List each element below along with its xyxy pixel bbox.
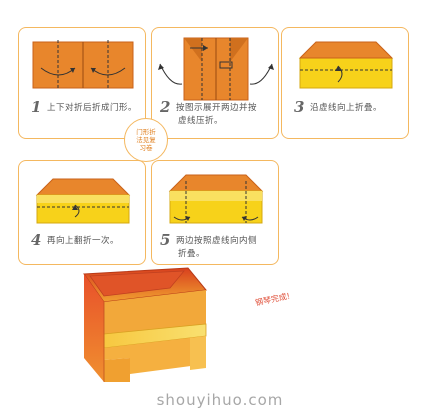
step-2-illustration [158, 37, 274, 101]
note-line: 习卷 [139, 144, 153, 152]
step-text: 上下对折后折成门形。 [46, 103, 137, 113]
step-number: 2 [160, 98, 171, 116]
step-text-line1: 两边按照虚线向内侧 [175, 236, 257, 246]
step-5-illustration [168, 174, 264, 224]
step-1-panel: 1 上下对折后折成门形。 [18, 27, 146, 139]
step-5-caption: 5 两边按照虚线向内侧 折叠。 [160, 231, 257, 261]
step-4-caption: 4 再向上翻折一次。 [31, 231, 119, 249]
step-4-illustration [35, 178, 131, 224]
finished-piano-illustration [83, 267, 207, 382]
completion-label: 钢琴完成! [254, 291, 291, 308]
step-text-line2: 折叠。 [178, 249, 206, 259]
note-badge: 门形折 法见复 习卷 [124, 118, 168, 162]
step-2-caption: 2 按图示展开两边并按 虚线压折。 [160, 98, 257, 128]
step-text-line2: 虚线压折。 [178, 116, 224, 126]
step-text: 再向上翻折一次。 [46, 236, 119, 246]
step-3-panel: 3 沿虚线向上折叠。 [281, 27, 409, 139]
step-2-panel: 2 按图示展开两边并按 虚线压折。 [151, 27, 279, 139]
step-4-panel: 4 再向上翻折一次。 [18, 160, 146, 265]
watermark: shouyihuo.com [156, 391, 284, 409]
step-number: 5 [160, 231, 171, 249]
step-number: 4 [31, 231, 42, 249]
step-number: 3 [294, 98, 305, 116]
note-line: 法见复 [136, 136, 156, 144]
step-text: 沿虚线向上折叠。 [309, 103, 382, 113]
step-3-illustration [298, 41, 394, 89]
step-1-illustration [32, 40, 134, 90]
note-line: 门形折 [136, 128, 156, 136]
step-1-caption: 1 上下对折后折成门形。 [31, 98, 137, 116]
step-5-panel: 5 两边按照虚线向内侧 折叠。 [151, 160, 279, 265]
step-3-caption: 3 沿虚线向上折叠。 [294, 98, 382, 116]
step-number: 1 [31, 98, 42, 116]
step-text-line1: 按图示展开两边并按 [175, 103, 257, 113]
